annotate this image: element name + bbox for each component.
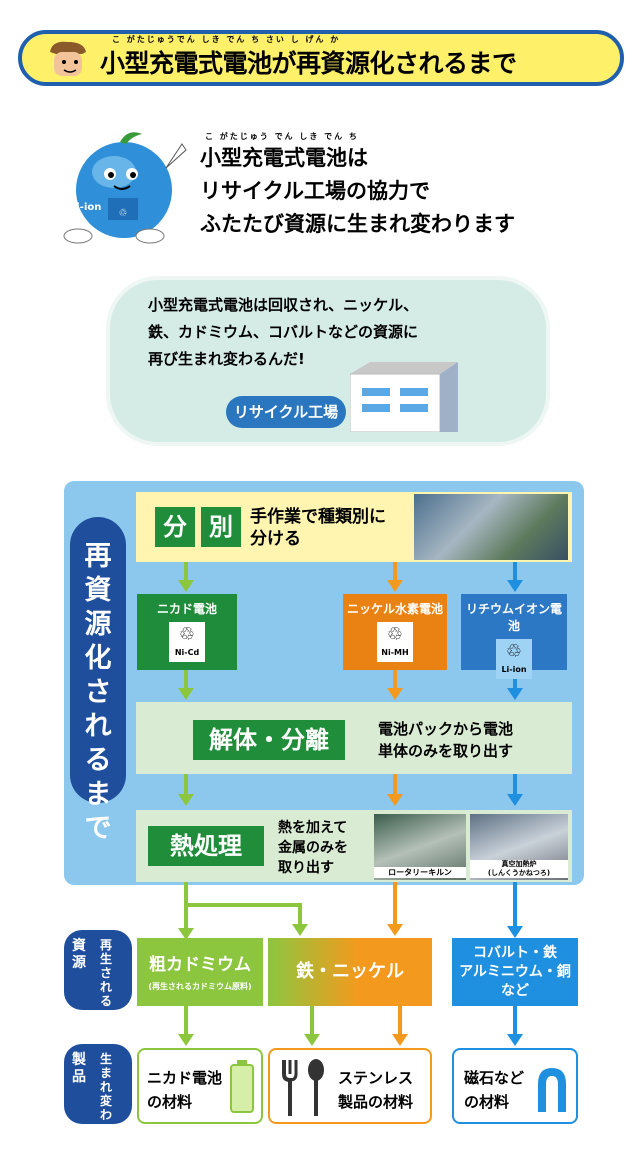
- heat-text-line-1: 熱を加えて: [278, 820, 348, 836]
- resource-cobalt-line-2: アルミニウム・銅: [459, 964, 571, 980]
- battery-icon: [230, 1060, 254, 1113]
- sort-text-line-2: 分ける: [250, 529, 301, 549]
- battery-li-ion-label: リチウムイオン電池: [465, 602, 562, 633]
- product-magnet-line-2: の材料: [464, 1093, 510, 1111]
- intro-line-3: ふたたび資源に生まれ変わります: [200, 212, 515, 236]
- rotary-kiln-photo: ロータリーキルン: [374, 814, 466, 880]
- battery-nicd-code: Ni-Cd: [174, 648, 200, 657]
- product-magnet-text: 磁石など の材料: [464, 1066, 524, 1114]
- dismantle-text: 電池パックから電池 単体のみを取り出す: [378, 718, 513, 762]
- battery-nimh: ニッケル水素電池 ♲Ni-MH: [343, 594, 447, 670]
- product-magnet-line-1: 磁石など: [464, 1069, 525, 1087]
- vacuum-furnace-label: 真空加熱炉 (しんくうかねつろ): [470, 860, 568, 878]
- panel-text: 小型充電式電池は回収され、ニッケル、 鉄、カドミウム、コバルトなどの資源に 再び…: [148, 292, 418, 373]
- resources-label: 資源 再生される: [64, 930, 132, 1010]
- resource-cadmium-sub: (再生されるカドミウム原料): [148, 982, 252, 991]
- banner-title: 小型充電式電池が再資源化されるまで: [100, 49, 517, 78]
- dismantle-text-line-2: 単体のみを取り出す: [378, 742, 514, 760]
- sort-tag-1: 分: [155, 507, 195, 547]
- vacuum-furnace-label-1: 真空加熱炉: [501, 860, 537, 868]
- battery-nimh-label: ニッケル水素電池: [346, 602, 443, 616]
- side-label-bg: [70, 517, 126, 803]
- product-magnet-material: 磁石など の材料: [452, 1048, 578, 1124]
- intro-text: 小型充電式電池は リサイクル工場の協力で ふたたび資源に生まれ変わります: [200, 142, 515, 241]
- recycle-icon: ♲Li-ion: [496, 639, 532, 679]
- banner-ruby: こ がたじゅうでん しき でん ち さい し げん か: [112, 35, 341, 44]
- resource-cadmium: 粗カドミウム (再生されるカドミウム原料): [137, 938, 263, 1006]
- mascot-label: Li-ion: [70, 202, 102, 213]
- product-stainless-line-2: 製品の材料: [338, 1093, 414, 1111]
- recycling-factory-badge: リサイクル工場: [226, 396, 346, 428]
- title-banner: [18, 30, 624, 86]
- rotary-kiln-label: ロータリーキルン: [374, 867, 466, 878]
- battery-nicd: ニカド電池 ♲Ni-Cd: [137, 594, 237, 670]
- resources-label-main: 資源: [72, 938, 86, 971]
- dismantle-tag: 解体・分離: [193, 720, 345, 760]
- sort-text: 手作業で種類別に 分ける: [250, 506, 386, 550]
- sort-text-line-1: 手作業で種類別に: [250, 507, 386, 527]
- battery-li-ion: リチウムイオン電池 ♲Li-ion: [461, 594, 567, 679]
- sort-tag-2: 別: [201, 507, 241, 547]
- product-stainless-text: ステンレス 製品の材料: [338, 1066, 413, 1114]
- product-stainless-line-1: ステンレス: [338, 1069, 414, 1087]
- heat-tag: 熱処理: [148, 826, 264, 866]
- intro-line-2: リサイクル工場の協力で: [200, 179, 430, 203]
- panel-line-1: 小型充電式電池は回収され、ニッケル、: [148, 296, 419, 314]
- recycle-icon: ♲Ni-Cd: [169, 622, 205, 662]
- product-nicd-material: ニカド電池 の材料: [137, 1048, 263, 1124]
- resources-label-side: 再生される: [100, 938, 113, 1008]
- vacuum-furnace-photo: 真空加熱炉 (しんくうかねつろ): [470, 814, 568, 880]
- resource-cobalt-line-1: コバルト・鉄: [473, 945, 557, 961]
- svg-text:♲: ♲: [119, 208, 128, 219]
- intro-ruby: こ がたじゅう でん しき でん ち: [205, 132, 359, 141]
- product-nicd-text: ニカド電池 の材料: [147, 1066, 222, 1114]
- products-label-side: 生まれ変わった: [100, 1052, 113, 1150]
- battery-mascot-icon: ♲: [63, 132, 187, 244]
- heat-text: 熱を加えて 金属のみを 取り出す: [278, 818, 348, 878]
- products-label-main: 製品: [72, 1052, 86, 1085]
- battery-nicd-label: ニカド電池: [156, 602, 217, 616]
- sorting-photo: [414, 494, 568, 560]
- heat-text-line-2: 金属のみを: [278, 840, 348, 856]
- vacuum-furnace-label-2: (しんくうかねつろ): [487, 869, 551, 877]
- fork-spoon-icon: [282, 1059, 324, 1116]
- resource-cobalt: コバルト・鉄 アルミニウム・銅 など: [452, 938, 578, 1006]
- resource-cobalt-line-3: など: [501, 983, 529, 999]
- heat-text-line-3: 取り出す: [278, 860, 334, 876]
- product-nicd-line-2: の材料: [147, 1093, 193, 1111]
- product-stainless-material: ステンレス 製品の材料: [268, 1048, 432, 1124]
- recycle-icon: ♲Ni-MH: [377, 622, 413, 662]
- dismantle-text-line-1: 電池パックから電池: [378, 720, 514, 738]
- resource-iron-nickel: 鉄・ニッケル: [268, 938, 432, 1006]
- products-label: 製品 生まれ変わった: [64, 1044, 132, 1150]
- factory-icon: [350, 362, 458, 432]
- panel-line-2: 鉄、カドミウム、コバルトなどの資源に: [148, 323, 419, 341]
- intro-line-1: 小型充電式電池は: [200, 146, 368, 170]
- battery-li-ion-code: Li-ion: [501, 665, 527, 674]
- panel-line-3: 再び生まれ変わるんだ!: [148, 350, 305, 368]
- product-nicd-line-1: ニカド電池: [147, 1069, 223, 1087]
- magnet-icon: [538, 1068, 566, 1112]
- side-label: 再資源化されるまで: [84, 541, 112, 844]
- resource-cadmium-name: 粗カドミウム: [149, 955, 251, 975]
- battery-nimh-code: Ni-MH: [381, 648, 409, 657]
- character-face-icon: [50, 41, 86, 76]
